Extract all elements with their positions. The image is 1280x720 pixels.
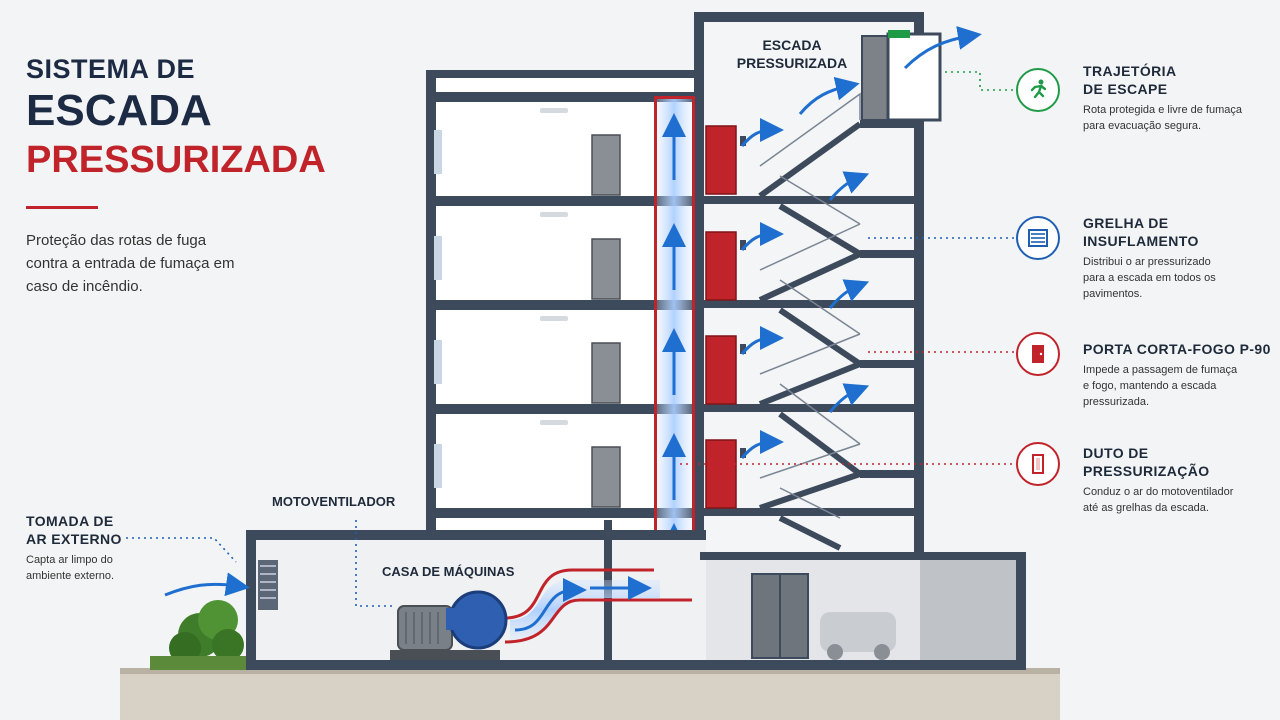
callout-escape-route: TRAJETÓRIA DE ESCAPE Rota protegida e li… (1083, 62, 1273, 134)
intake-title-line-2: AR EXTERNO (26, 531, 122, 547)
callout-fire-door: PORTA CORTA-FOGO P-90 Impede a passagem … (1083, 340, 1273, 410)
callout-grille-title-1: GRELHA DE (1083, 215, 1169, 231)
duct-icon (1016, 442, 1060, 486)
pressurization-duct (654, 96, 695, 598)
air-flow-arrows (164, 26, 982, 597)
intake-desc: Capta ar limpo do ambiente externo. (26, 554, 115, 582)
intake-callout: TOMADA DE AR EXTERNO Capta ar limpo do a… (26, 512, 156, 584)
fire-door-icon (1016, 332, 1060, 376)
callout-duct: DUTO DE PRESSURIZAÇÃO Conduz o ar do mot… (1083, 444, 1273, 516)
callout-duct-desc: Conduz o ar do motoventilador até as gre… (1083, 486, 1234, 514)
subtitle: Proteção das rotas de fuga contra a entr… (26, 232, 235, 295)
callout-escape-title-1: TRAJETÓRIA (1083, 63, 1177, 79)
office-floors (426, 70, 742, 530)
leader-lines (126, 71, 1014, 607)
intake-title-line-1: TOMADA DE (26, 513, 114, 529)
garage (700, 552, 1026, 670)
callout-duct-title-2: PRESSURIZAÇÃO (1083, 463, 1210, 479)
motor-fan (390, 590, 508, 660)
stair-label-line-1: ESCADA (762, 37, 821, 53)
callout-duct-title-1: DUTO DE (1083, 445, 1149, 461)
callout-fire-door-title-1: PORTA CORTA-FOGO P-90 (1083, 341, 1271, 357)
stair-label-line-2: PRESSURIZADA (737, 55, 847, 71)
fan-label: MOTOVENTILADOR (272, 494, 396, 509)
machine-room-label: CASA DE MÁQUINAS (382, 564, 515, 579)
callout-grille-desc: Distribui o ar pressurizado para a escad… (1083, 256, 1216, 300)
bush (150, 600, 250, 670)
grille-icon (1016, 216, 1060, 260)
callout-grille: GRELHA DE INSUFLAMENTO Distribui o ar pr… (1083, 214, 1273, 302)
title-rule (26, 206, 98, 209)
title-line-3: PRESSURIZADA (26, 139, 326, 181)
title-line-2: ESCADA (26, 86, 212, 135)
fire-doors (705, 125, 746, 509)
callout-escape-title-2: DE ESCAPE (1083, 81, 1168, 97)
callout-grille-title-2: INSUFLAMENTO (1083, 233, 1199, 249)
callout-escape-desc: Rota protegida e livre de fumaça para ev… (1083, 104, 1242, 132)
title-line-1: SISTEMA DE (26, 54, 196, 84)
running-person-icon (1016, 68, 1060, 112)
title-block: SISTEMA DE ESCADA PRESSURIZADA Proteção … (26, 52, 356, 298)
callout-fire-door-desc: Impede a passagem de fumaça e fogo, mant… (1083, 364, 1238, 408)
ground (120, 668, 1060, 720)
